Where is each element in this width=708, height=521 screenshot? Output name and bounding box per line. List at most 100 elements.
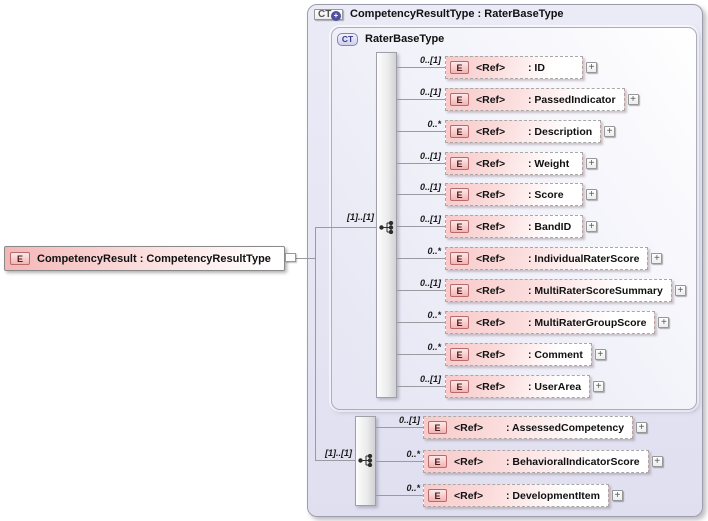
element-row-description: 0..* E <Ref> : Description + [397, 119, 616, 143]
connector-line [397, 290, 445, 291]
element-icon: E [428, 455, 447, 468]
element-name: : Score [528, 188, 564, 201]
cardinality-label: 0..* [406, 449, 420, 459]
connector-line [376, 461, 423, 462]
connector-line [315, 227, 376, 228]
element-icon: E [450, 188, 469, 201]
element-icon: E [450, 284, 469, 297]
element-name: : AssessedCompetency [506, 421, 625, 434]
cardinality-label: 0..* [427, 310, 441, 320]
connector-line [397, 322, 445, 323]
ref-label: <Ref> [476, 284, 506, 297]
element-box[interactable]: E <Ref> : MultiRaterGroupScore [445, 311, 656, 334]
element-row-passedindicator: 0..[1] E <Ref> : PassedIndicator + [397, 87, 639, 111]
connector-line [397, 258, 445, 259]
expand-icon[interactable]: + [658, 317, 670, 328]
ref-label: <Ref> [476, 252, 506, 265]
ref-label: <Ref> [476, 380, 506, 393]
root-element-label: CompetencyResult : CompetencyResultType [37, 252, 271, 265]
connector-line [397, 194, 445, 195]
expand-icon[interactable]: + [593, 381, 605, 392]
element-name: : MultiRaterGroupScore [528, 316, 647, 329]
ref-label: <Ref> [476, 348, 506, 361]
ref-label: <Ref> [476, 220, 506, 233]
element-box[interactable]: E <Ref> : IndividualRaterScore [445, 247, 649, 270]
element-box[interactable]: E <Ref> : DevelopmentItem [423, 484, 609, 507]
connector-line [397, 99, 445, 100]
base-panel-header[interactable]: CT RaterBaseType [337, 32, 444, 46]
element-box[interactable]: E <Ref> : MultiRaterScoreSummary [445, 279, 672, 302]
element-name: : Comment [528, 348, 583, 361]
cardinality-label: 0..[1] [419, 374, 441, 384]
expand-icon[interactable]: + [586, 158, 597, 169]
ref-label: <Ref> [476, 125, 506, 138]
ref-label: <Ref> [476, 316, 506, 329]
element-name: : PassedIndicator [528, 93, 616, 106]
cardinality-label: 0..[1] [419, 55, 441, 65]
element-name: : ID [528, 61, 545, 74]
expand-icon[interactable]: + [611, 490, 623, 501]
element-box[interactable]: E <Ref> : ID [445, 56, 583, 79]
expand-icon[interactable]: + [674, 285, 686, 296]
element-name: : BehavioralIndicatorScore [506, 455, 640, 468]
sequence-icon [379, 221, 394, 234]
element-icon: E [428, 489, 447, 502]
connector-line [376, 495, 423, 496]
expand-icon[interactable]: + [586, 221, 597, 232]
expand-icon[interactable]: + [586, 189, 597, 200]
ref-label: <Ref> [476, 188, 506, 201]
expand-icon[interactable]: + [636, 422, 648, 433]
element-row-userarea: 0..[1] E <Ref> : UserArea + [397, 374, 605, 398]
element-box[interactable]: E <Ref> : UserArea [445, 375, 591, 398]
element-icon: E [428, 421, 447, 434]
element-icon: E [450, 61, 469, 74]
expand-icon[interactable]: + [586, 62, 597, 73]
element-row-multiratergroupscore: 0..* E <Ref> : MultiRaterGroupScore + [397, 310, 670, 334]
expand-icon[interactable]: + [604, 126, 616, 137]
connector-line [397, 67, 445, 68]
connector-line [397, 354, 445, 355]
complex-type-icon: CT [337, 32, 358, 46]
element-icon: E [450, 157, 469, 170]
element-box[interactable]: E <Ref> : AssessedCompetency [423, 416, 634, 439]
element-name: : IndividualRaterScore [528, 252, 640, 265]
ref-label: <Ref> [454, 489, 484, 502]
connector-line [397, 131, 445, 132]
element-box[interactable]: E <Ref> : Comment [445, 343, 592, 366]
connector-handle[interactable] [285, 253, 296, 262]
connector-line [376, 427, 423, 428]
element-box[interactable]: E <Ref> : Score [445, 183, 583, 206]
element-icon: E [10, 252, 30, 265]
element-row-comment: 0..* E <Ref> : Comment + [397, 342, 606, 366]
group-cardinality-label: [1]..[1] [347, 212, 374, 222]
connector-line [397, 226, 445, 227]
element-row-developmentitem: 0..* E <Ref> : DevelopmentItem + [376, 483, 623, 507]
derived-plus-icon: + [331, 11, 341, 21]
element-icon: E [450, 380, 469, 393]
ref-label: <Ref> [476, 93, 506, 106]
cardinality-label: 0..[1] [419, 87, 441, 97]
ref-label: <Ref> [454, 421, 484, 434]
element-box[interactable]: E <Ref> : BehavioralIndicatorScore [423, 450, 649, 473]
group-cardinality-label: [1]..[1] [325, 448, 352, 458]
connector-line [397, 163, 445, 164]
element-box[interactable]: E <Ref> : Description [445, 120, 602, 143]
cardinality-label: 0..[1] [419, 214, 441, 224]
root-element-box[interactable]: E CompetencyResult : CompetencyResultTyp… [4, 246, 285, 271]
sequence-icon [358, 454, 373, 467]
element-box[interactable]: E <Ref> : PassedIndicator [445, 88, 625, 111]
cardinality-label: 0..* [406, 483, 420, 493]
cardinality-label: 0..[1] [419, 182, 441, 192]
cardinality-label: 0..* [427, 119, 441, 129]
expand-icon[interactable]: + [651, 253, 663, 264]
expand-icon[interactable]: + [594, 349, 606, 360]
element-box[interactable]: E <Ref> : Weight [445, 152, 583, 175]
expand-icon[interactable]: + [627, 94, 639, 105]
outer-panel-header[interactable]: CT + CompetencyResultType : RaterBaseTyp… [311, 7, 564, 21]
element-row-individualraterscore: 0..* E <Ref> : IndividualRaterScore + [397, 246, 663, 270]
element-name: : Weight [528, 157, 570, 170]
expand-icon[interactable]: + [651, 456, 663, 467]
element-icon: E [450, 316, 469, 329]
element-box[interactable]: E <Ref> : BandID [445, 215, 583, 238]
